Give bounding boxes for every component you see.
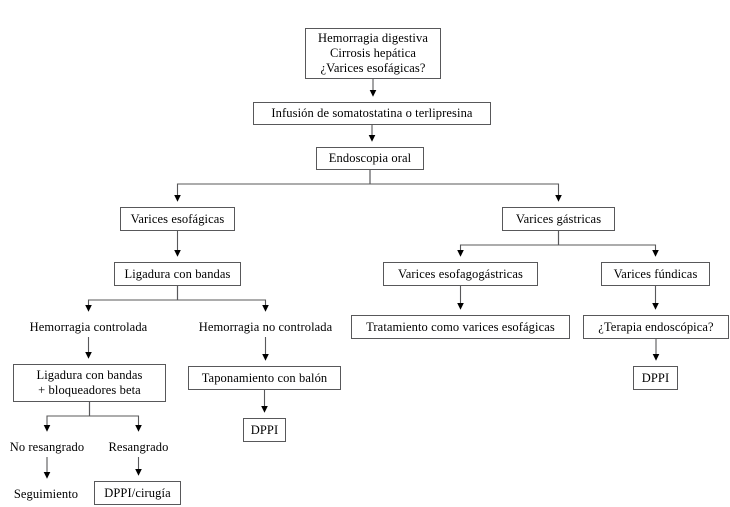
edge-n5-to-n7 <box>457 231 560 257</box>
flow-node-n7: Varices esofagogástricas <box>383 262 538 286</box>
flow-node-n1: Hemorragia digestiva Cirrosis hepática ¿… <box>305 28 441 79</box>
flow-node-n5: Varices gástricas <box>502 207 615 231</box>
flow-node-n6: Ligadura con bandas <box>114 262 241 286</box>
flow-node-n11: Tratamiento como varices esofágicas <box>351 315 570 339</box>
flow-node-n12: ¿Terapia endoscópica? <box>583 315 729 339</box>
edge-n13-to-n17 <box>88 402 142 432</box>
flow-node-n3: Endoscopia oral <box>316 147 424 170</box>
edge-n5-to-n8 <box>557 231 659 257</box>
edge-n6-to-n10 <box>176 286 269 312</box>
flow-node-n2: Infusión de somatostatina o terlipresina <box>253 102 491 125</box>
flow-node-n8: Varices fúndicas <box>601 262 710 286</box>
flow-node-n18: DPPI <box>243 418 286 442</box>
flow-node-n4: Varices esofágicas <box>120 207 235 231</box>
flow-node-n17: Resangrado <box>108 439 169 454</box>
flow-node-n9: Hemorragia controlada <box>29 319 148 334</box>
flow-node-n10: Hemorragia no controlada <box>198 319 333 334</box>
flow-node-n20: DPPI/cirugía <box>94 481 181 505</box>
edge-n13-to-n16 <box>43 402 91 432</box>
edge-n3-to-n5 <box>369 170 562 202</box>
flow-node-n13: Ligadura con bandas + bloqueadores beta <box>13 364 166 402</box>
flow-node-n14: Taponamiento con balón <box>188 366 341 390</box>
flow-node-n19: Seguimiento <box>13 486 79 501</box>
edge-n3-to-n4 <box>174 170 371 202</box>
edge-n6-to-n9 <box>85 286 179 312</box>
flow-node-n16: No resangrado <box>9 439 85 454</box>
flow-node-n15: DPPI <box>633 366 678 390</box>
